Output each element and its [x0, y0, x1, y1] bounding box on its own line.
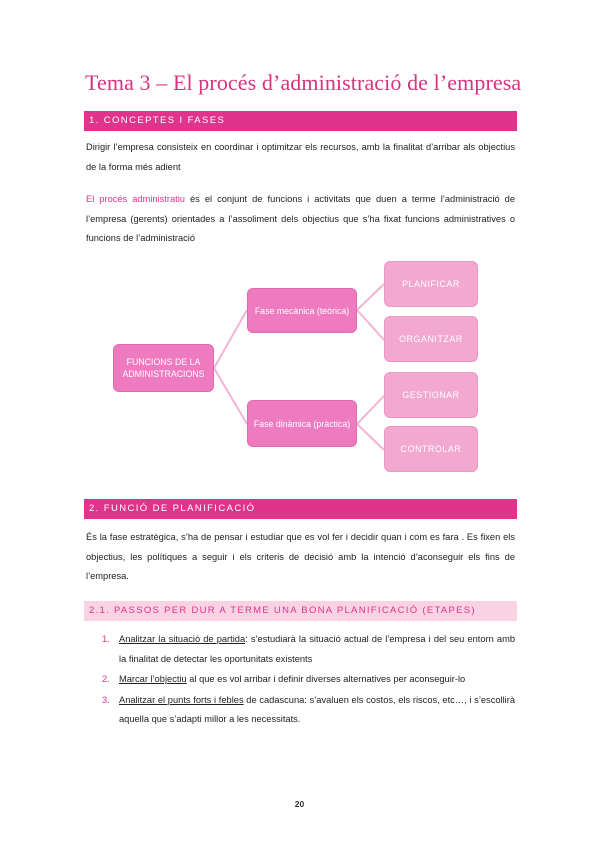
list-item: 2. Marcar l’objectiu al que es vol arrib… — [86, 670, 515, 690]
connector-phase2-leaf3 — [356, 395, 385, 425]
subsection-heading-passos: 2.1. PASSOS PER DUR A TERME UNA BONA PLA… — [84, 601, 517, 621]
connector-phase1-leaf1 — [356, 283, 385, 311]
section-heading-planificacio: 2. FUNCIÓ DE PLANIFICACIÓ — [84, 499, 517, 519]
paragraph-fase-estrategica: És la fase estratègica, s’ha de pensar i… — [86, 532, 515, 581]
list-number: 3. — [102, 694, 110, 705]
paragraph-proces-rest: és el conjunt de funcions i activitats q… — [86, 194, 515, 243]
list-text: de cadascuna: s’avaluen els costos, els … — [119, 694, 515, 725]
list-term: Analitzar la situació de partida — [119, 634, 246, 644]
diagram-leaf-planificar: PLANIFICAR — [384, 261, 478, 307]
list-term: Analitzar el punts forts i febles — [119, 694, 244, 705]
list-item: 3. Analitzar el punts forts i febles de … — [86, 691, 515, 730]
paragraph-proces-administratiu: El procés administratiu és el conjunt de… — [86, 190, 515, 249]
list-number: 1. — [102, 634, 110, 644]
highlight-proces-administratiu: El procés administratiu — [86, 194, 185, 204]
section-heading-conceptes: 1. CONCEPTES I FASES — [84, 111, 517, 131]
list-item: 1. Analitzar la situació de partida: s’e… — [86, 630, 515, 669]
page-number: 20 — [294, 799, 305, 809]
connector-phase1-leaf2 — [356, 309, 385, 341]
connector-root-phase1 — [213, 309, 248, 369]
connector-root-phase2 — [213, 367, 248, 425]
list-number: 2. — [102, 674, 110, 684]
list-text: : s’estudiarà la situació actual de l’em… — [119, 634, 515, 664]
diagram-leaf-organitzar: ORGANITZAR — [384, 316, 478, 362]
paragraph-dirigir: Dirigir l’empresa consisteix en coordina… — [86, 142, 515, 172]
page-title: Tema 3 – El procés d’administració de l’… — [85, 70, 522, 95]
list-term: Marcar l’objectiu — [119, 674, 187, 684]
diagram-root-node: FUNCIONS DE LA ADMINISTRACIONS — [113, 344, 214, 392]
planning-steps-list: 1. Analitzar la situació de partida: s’e… — [86, 630, 515, 731]
diagram-leaf-controlar: CONTROLAR — [384, 426, 478, 472]
list-text: al que es vol arribar i definir diverses… — [186, 674, 466, 684]
diagram-leaf-gestionar: GESTIONAR — [384, 372, 478, 418]
diagram-phase-dinamica: Fase dinàmica (pràctica) — [247, 400, 357, 447]
diagram-phase-mecanica: Fase mecànica (teòrica) — [247, 288, 357, 333]
connector-phase2-leaf4 — [356, 423, 385, 451]
